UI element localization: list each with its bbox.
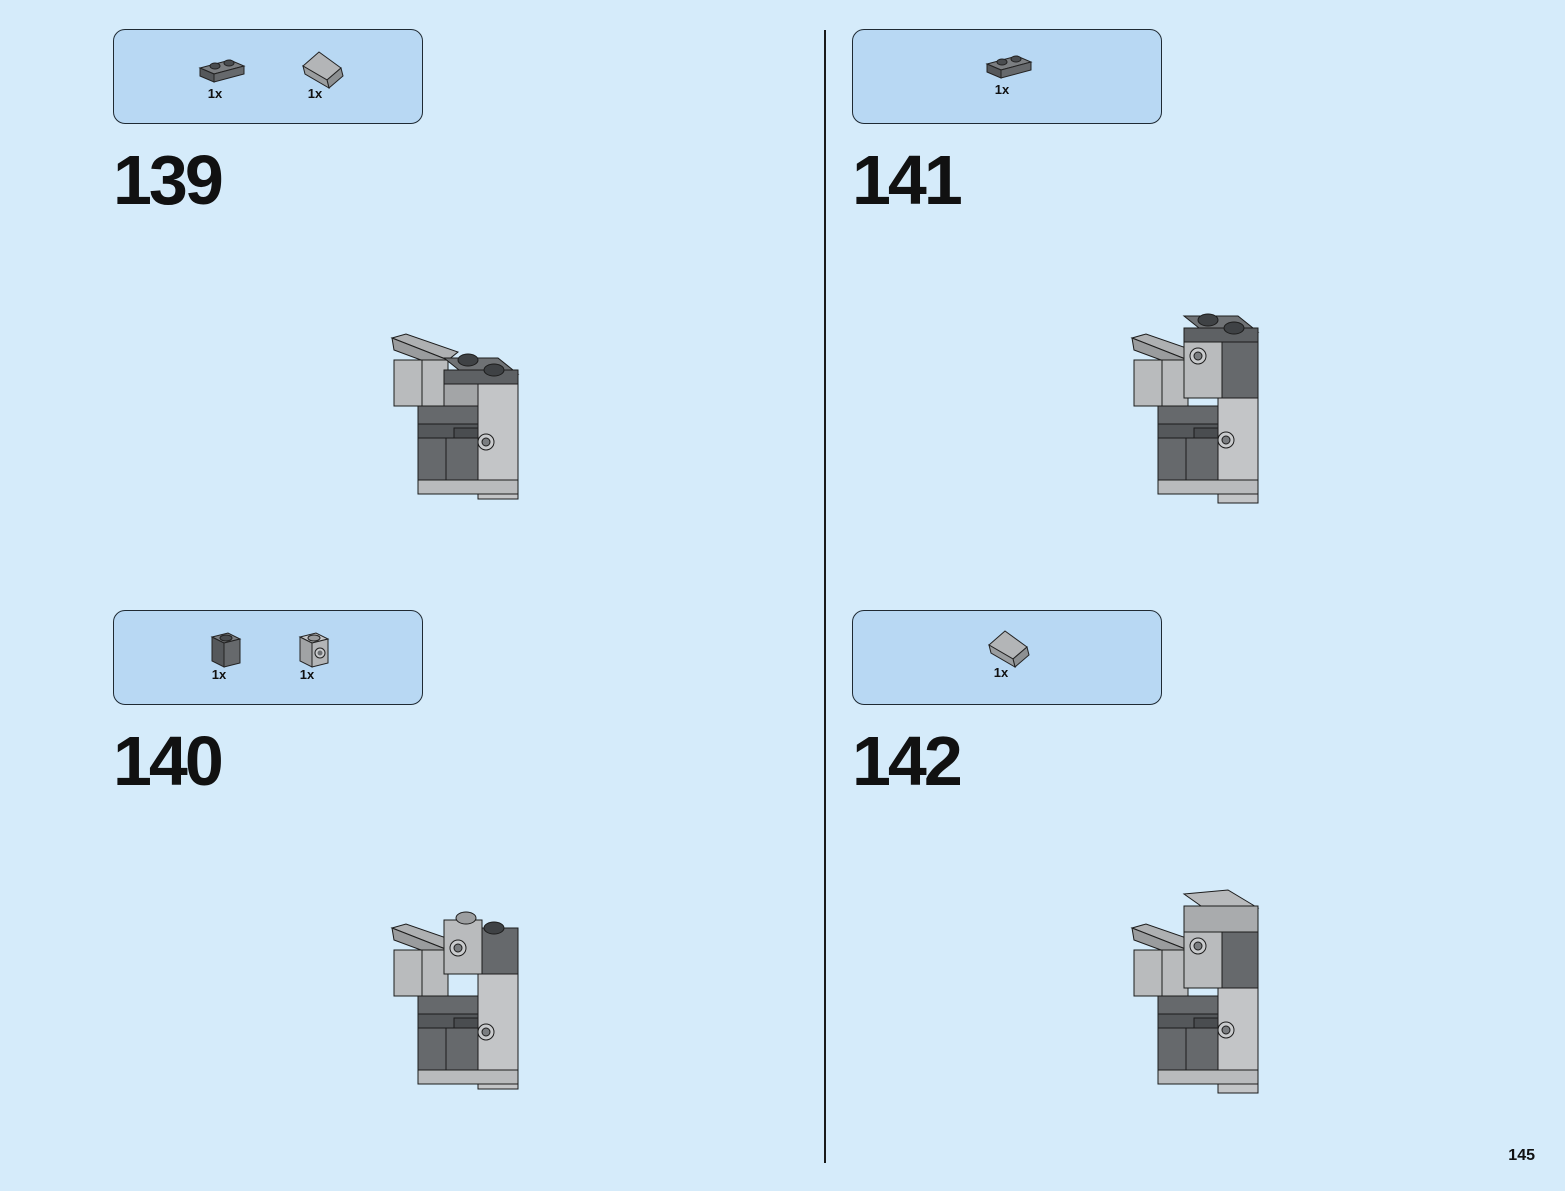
dark-gray-plate-1x2-icon [985, 55, 1033, 79]
light-gray-slope-icon [988, 630, 1030, 669]
dark-gray-plate-1x2-icon [198, 59, 246, 83]
part-callout: 1x [297, 46, 347, 101]
part-quantity: 1x [994, 82, 1010, 97]
part-callout: 1x [192, 52, 252, 101]
part-quantity: 1x [299, 667, 315, 682]
step-number: 139 [113, 141, 224, 219]
part-quantity: 1x [211, 667, 227, 682]
step-141-model-illustration [1130, 313, 1260, 504]
part-callout: 1x [983, 625, 1033, 680]
part-callout: 1x [206, 629, 246, 682]
part-callout: 1x [294, 629, 334, 682]
step-number: 141 [852, 141, 963, 219]
light-gray-slope-icon [302, 51, 344, 90]
part-quantity: 1x [993, 665, 1009, 680]
parts-list-step-139: 1x 1x [113, 29, 423, 124]
parts-list-step-142: 1x [852, 610, 1162, 705]
parts-list-step-140: 1x 1x [113, 610, 423, 705]
part-callout: 1x [979, 48, 1039, 97]
step-number: 140 [113, 722, 224, 800]
step-number: 142 [852, 722, 963, 800]
step-139-model-illustration [390, 333, 520, 500]
dark-gray-brick-1x1-icon [210, 632, 242, 668]
light-gray-brick-1x1-stud-side-icon [298, 632, 330, 668]
step-140-model-illustration [390, 911, 519, 1090]
part-quantity: 1x [207, 86, 223, 101]
step-142-model-illustration [1130, 889, 1260, 1094]
parts-list-step-141: 1x [852, 29, 1162, 124]
part-quantity: 1x [307, 86, 323, 101]
page-divider [824, 30, 826, 1163]
page-number: 145 [1508, 1147, 1535, 1164]
